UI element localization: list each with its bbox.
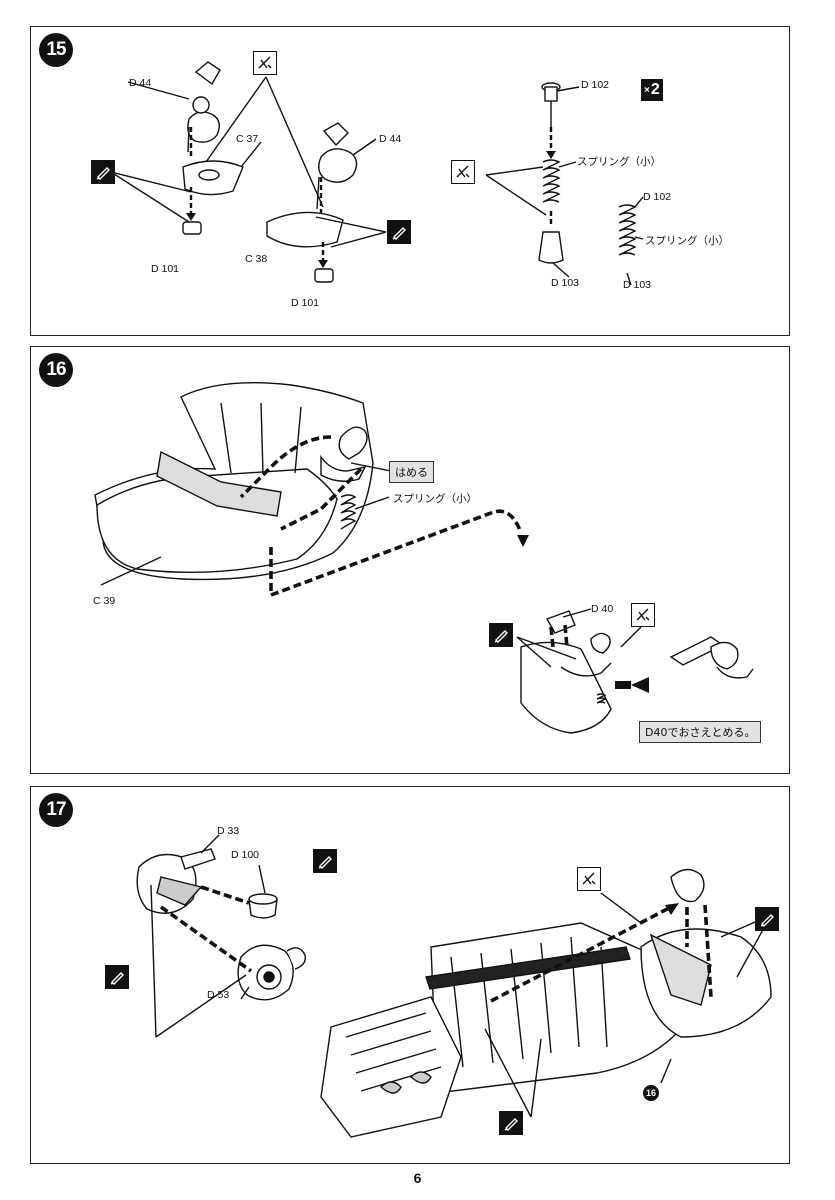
- label-d44-right: D 44: [379, 133, 402, 145]
- step-15-badge: 15: [39, 33, 73, 67]
- multiplier-value: 2: [650, 81, 660, 98]
- label-c39: C 39: [93, 595, 116, 607]
- label-spring-right: スプリング（小）: [645, 235, 729, 247]
- paint-brush-icon: [91, 160, 115, 184]
- label-d33: D 33: [217, 825, 240, 837]
- step-16-illustration: [94, 382, 754, 734]
- times-two-badge: ×2: [641, 79, 663, 101]
- ref-step-16-badge: 16: [643, 1085, 659, 1101]
- label-d103-left: D 103: [551, 277, 580, 289]
- label-d44-left: D 44: [129, 77, 152, 89]
- step-17-illustration: [136, 834, 772, 1138]
- label-d101-right: D 101: [291, 297, 320, 309]
- label-d102-top: D 102: [581, 79, 610, 91]
- note-hold-with-d40: D40でおさえとめる。: [639, 721, 762, 743]
- cut-part-icon: [577, 867, 601, 891]
- paint-brush-icon: [313, 849, 337, 873]
- paint-brush-icon: [105, 965, 129, 989]
- cut-part-icon: [451, 160, 475, 184]
- paint-brush-icon: [499, 1111, 523, 1135]
- label-spring: スプリング（小）: [393, 493, 477, 505]
- page-number: 6: [413, 1170, 422, 1186]
- step-17-panel: 17: [30, 786, 790, 1164]
- paint-brush-icon: [387, 220, 411, 244]
- paint-brush-icon: [489, 623, 513, 647]
- label-c38: C 38: [245, 253, 268, 265]
- label-d101-left: D 101: [151, 263, 180, 275]
- label-d53: D 53: [207, 989, 230, 1001]
- step-16-panel: 16: [30, 346, 790, 774]
- label-c37: C 37: [236, 133, 259, 145]
- label-d40: D 40: [591, 603, 614, 615]
- step-15-illustration: [110, 61, 644, 286]
- step-16-badge: 16: [39, 353, 73, 387]
- note-insert: はめる: [389, 461, 434, 483]
- label-d100: D 100: [231, 849, 260, 861]
- label-d102-right: D 102: [643, 191, 672, 203]
- label-d103-right: D 103: [623, 279, 652, 291]
- paint-brush-icon: [755, 907, 779, 931]
- cut-part-icon: [253, 51, 277, 75]
- step-17-badge: 17: [39, 793, 73, 827]
- label-spring-top: スプリング（小）: [577, 156, 661, 168]
- cut-part-icon: [631, 603, 655, 627]
- step-15-panel: 15: [30, 26, 790, 336]
